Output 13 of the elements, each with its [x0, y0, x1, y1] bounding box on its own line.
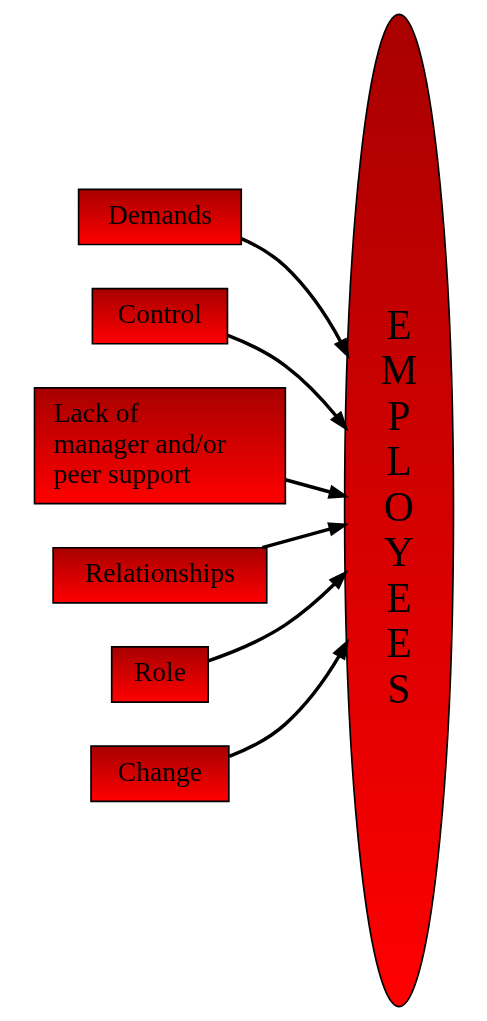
node-box: Lack of manager and/or peer support: [33, 387, 286, 505]
node-box: Change: [89, 745, 230, 803]
arrow: [228, 638, 349, 758]
node-box: Demands: [77, 188, 242, 246]
arrow: [207, 570, 348, 663]
arrow: [261, 522, 349, 550]
node-ellipse: EMPLOYEES: [343, 13, 454, 1008]
arrow: [240, 237, 350, 360]
node-box: Role: [110, 646, 209, 703]
arrow: [284, 478, 349, 499]
arrow: [226, 333, 348, 432]
node-box: Relationships: [51, 546, 268, 604]
node-box: Control: [91, 287, 228, 345]
